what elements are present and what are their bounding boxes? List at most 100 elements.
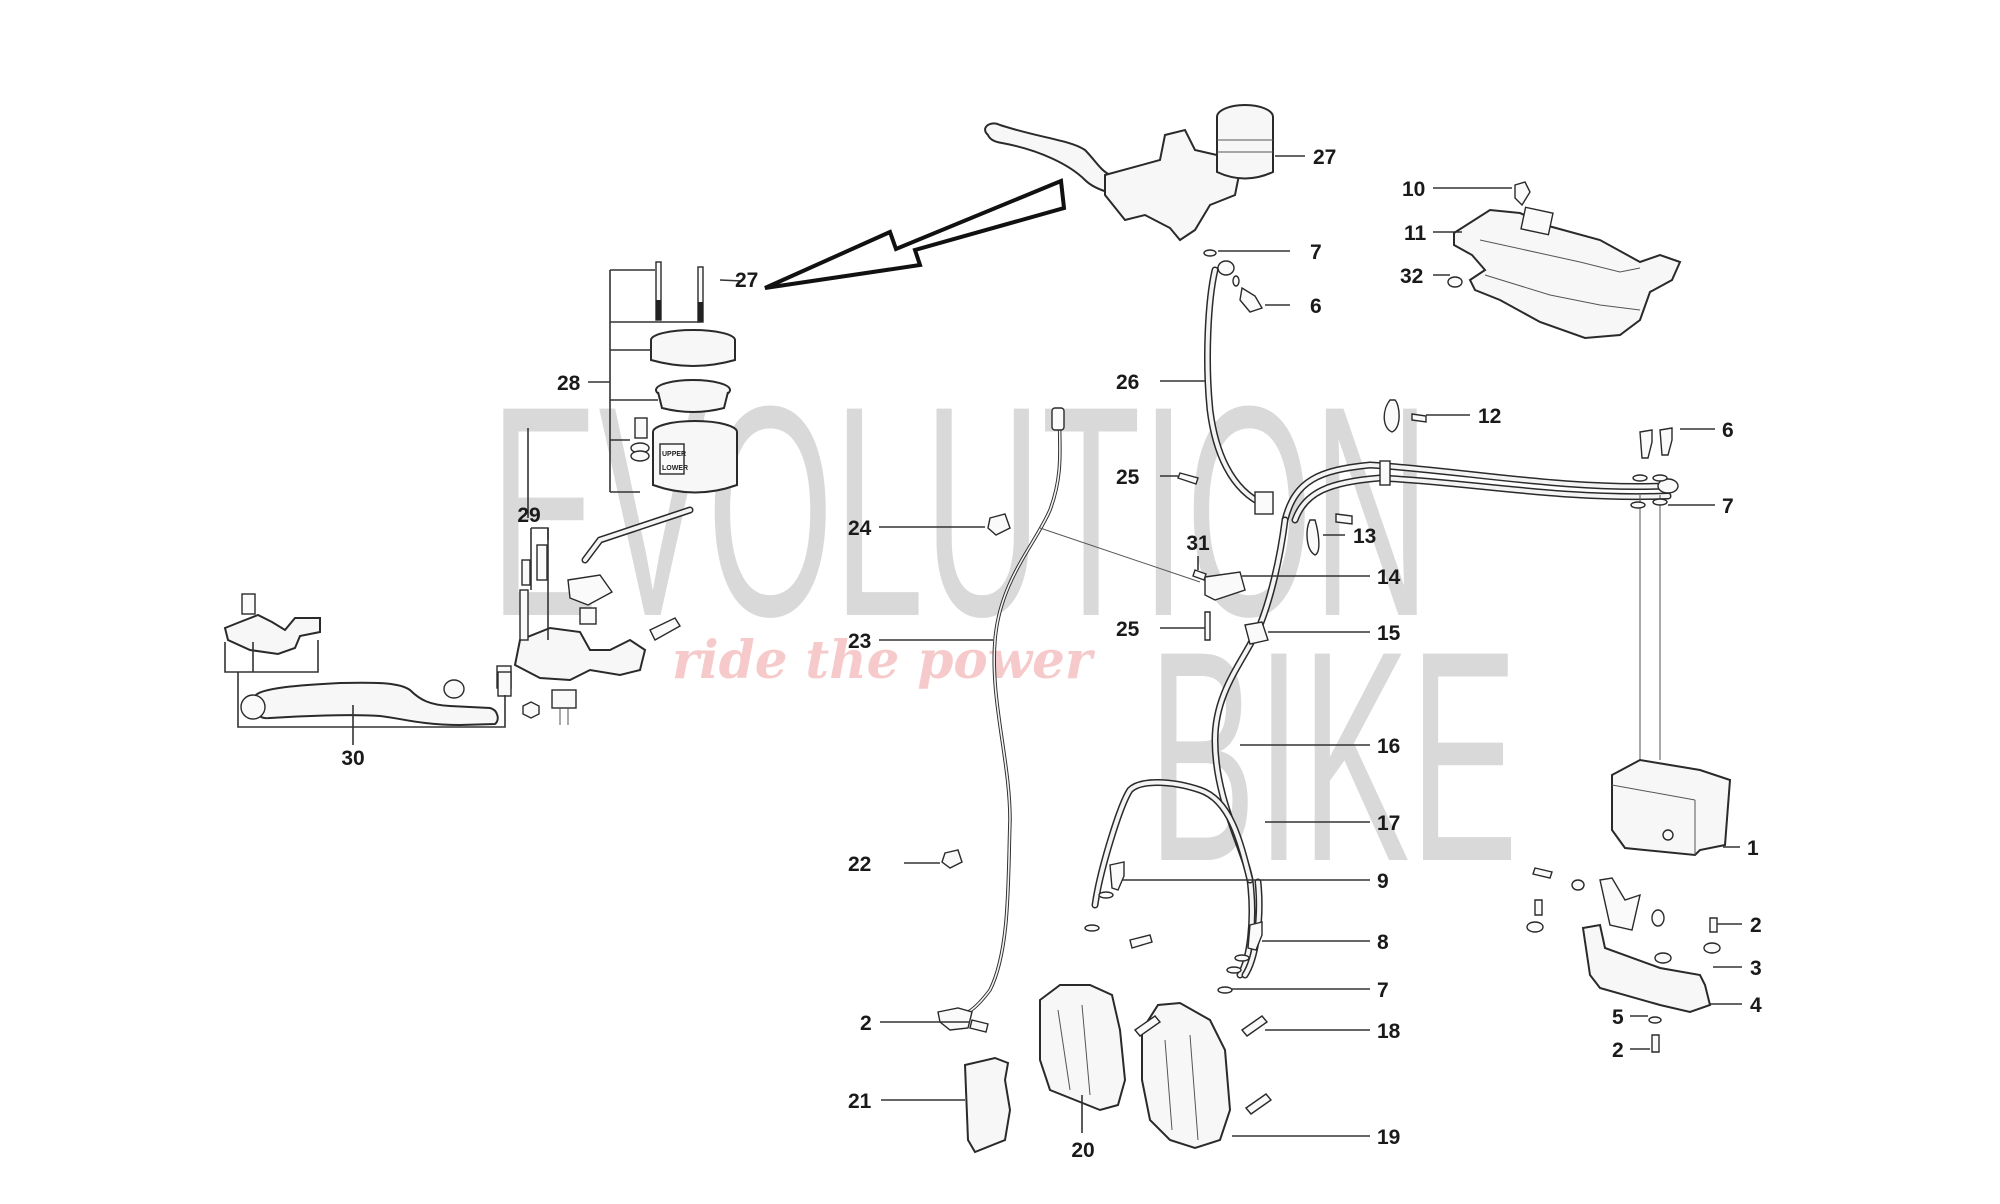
- grommet: [1654, 952, 1672, 964]
- level-window: [659, 443, 685, 475]
- o-ring: [1232, 275, 1240, 287]
- callout-2-bolt-abs-bracket: 2: [1750, 914, 1762, 937]
- abs-modulator[interactable]: [1611, 427, 1732, 857]
- brake-caliper-19[interactable]: [1141, 1001, 1232, 1150]
- abs-cover[interactable]: [1453, 206, 1682, 340]
- grommet-3: [1703, 942, 1721, 954]
- bracket-14: [1204, 571, 1246, 601]
- callout-31-bolt: 31: [1186, 532, 1210, 555]
- abs-hoses-upper[interactable]: [1281, 460, 1679, 524]
- caliper-bolt-18: [1240, 1015, 1269, 1037]
- callout-13-hose-guide: 13: [1353, 525, 1376, 548]
- callout-11-abs-cover: 11: [1404, 222, 1427, 245]
- brake-hose-16[interactable]: [1211, 516, 1289, 979]
- bolt-31: [1192, 569, 1207, 581]
- callout-23-sensor-wire: 23: [848, 630, 871, 653]
- bolt: [1129, 934, 1153, 949]
- callout-7-oring-caliper: 7: [1377, 979, 1389, 1002]
- callout-12-clip-bolt: 12: [1478, 405, 1501, 428]
- callout-arrow-27: [764, 178, 1067, 290]
- brake-lever-blade: [252, 681, 499, 727]
- master-cylinder-body: [1104, 128, 1242, 242]
- cable-clip-22: [941, 849, 963, 869]
- reservoir-exploded[interactable]: UPPER LOWER: [609, 261, 738, 494]
- callout-6-banjo-top: 6: [1310, 295, 1322, 318]
- bleeder: [649, 617, 681, 641]
- callout-2-bolt-bottom: 2: [1612, 1039, 1624, 1062]
- callout-30-lever-kit: 30: [341, 747, 364, 770]
- clip-24: [987, 513, 1011, 536]
- hose-grommet: [1379, 460, 1391, 486]
- abs-sensor-wire[interactable]: [937, 407, 1201, 1031]
- reservoir-body: [1216, 117, 1274, 180]
- bolt-25-upper: [1177, 472, 1199, 485]
- watermark-brand-line2: BIKE: [1148, 588, 1518, 924]
- callout-21-brake-pad: 21: [848, 1090, 872, 1113]
- callout-10-clip: 10: [1402, 178, 1425, 201]
- clip-alignment-line: [1039, 527, 1201, 583]
- o-ring: [1632, 474, 1648, 482]
- callout-25-bolt-upper: 25: [1116, 466, 1140, 489]
- hose-clip-12: [1383, 399, 1400, 433]
- bolt-12: [1411, 413, 1427, 423]
- callout-7-oring-top: 7: [1310, 241, 1322, 264]
- caliper-bolt-18b: [1244, 1093, 1273, 1115]
- o-ring: [1652, 498, 1668, 506]
- callout-25-pin-lower: 25: [1116, 618, 1140, 641]
- callout-numbers: 27 27 7 6 10 11 32 28 26 12 6 25 7 29 24…: [341, 146, 1762, 1162]
- callout-27-master-cylinder: 27: [1313, 146, 1336, 169]
- caliper-right: [1141, 1001, 1232, 1150]
- level-upper-label: UPPER: [662, 451, 686, 458]
- adjuster-knob: [443, 679, 465, 699]
- bolt-2-sensor: [969, 1019, 989, 1033]
- banjo-bolt-9: [1109, 861, 1125, 891]
- callout-16-hose: 16: [1377, 735, 1400, 758]
- adjuster-plug: [241, 593, 256, 615]
- callout-32-rivet: 32: [1400, 265, 1423, 288]
- hose-clamp: [1254, 491, 1274, 515]
- washer-5: [1648, 1016, 1662, 1024]
- callout-17-hose: 17: [1377, 812, 1400, 835]
- switch: [551, 689, 577, 709]
- o-ring: [1098, 891, 1114, 899]
- sensor-connector: [1051, 407, 1065, 431]
- abs-unit-body: [1611, 758, 1732, 857]
- master-cylinder-housing: [513, 626, 647, 682]
- pin-25-lower: [1204, 611, 1211, 641]
- seal: [630, 450, 650, 462]
- caliper-bolt: [1133, 1015, 1162, 1037]
- abs-cover-shell: [1453, 208, 1682, 340]
- lever-exploded[interactable]: [223, 593, 512, 745]
- callout-6-banjo-abs: 6: [1722, 419, 1734, 442]
- leader-lines: [527, 155, 1742, 1137]
- callout-4-bracket: 4: [1750, 994, 1762, 1017]
- callout-22-cable-clip: 22: [848, 853, 871, 876]
- nut: [522, 701, 540, 719]
- callout-15-hose-clamp: 15: [1377, 622, 1401, 645]
- grommet: [1526, 921, 1544, 933]
- banjo-bolt-6b: [1659, 427, 1673, 456]
- lever-bushing: [497, 671, 512, 697]
- brake-caliper-20[interactable]: [1039, 984, 1127, 1112]
- callout-24-clip: 24: [848, 517, 872, 540]
- master-cylinder-assembly[interactable]: [984, 104, 1274, 242]
- clip-10: [1514, 181, 1531, 207]
- abs-bracket[interactable]: [1526, 867, 1721, 1053]
- bolt-2: [1709, 917, 1718, 933]
- rivet-32: [1447, 276, 1463, 288]
- callout-29-bolt-kit: 29: [517, 504, 540, 527]
- callout-3-grommet: 3: [1750, 957, 1762, 980]
- callout-8-banjo-bolt: 8: [1377, 931, 1389, 954]
- seal-nut: [579, 607, 597, 625]
- hose-guide-13: [1306, 519, 1320, 556]
- callout-26-hose: 26: [1116, 371, 1139, 394]
- brake-hose-26[interactable]: [1204, 266, 1274, 515]
- o-ring: [1652, 474, 1668, 482]
- pin: [519, 589, 529, 641]
- o-ring: [1234, 954, 1250, 962]
- fitting: [567, 574, 614, 606]
- caliper-left: [1039, 984, 1127, 1112]
- callout-9-banjo-bolt: 9: [1377, 870, 1389, 893]
- bolt: [536, 544, 548, 581]
